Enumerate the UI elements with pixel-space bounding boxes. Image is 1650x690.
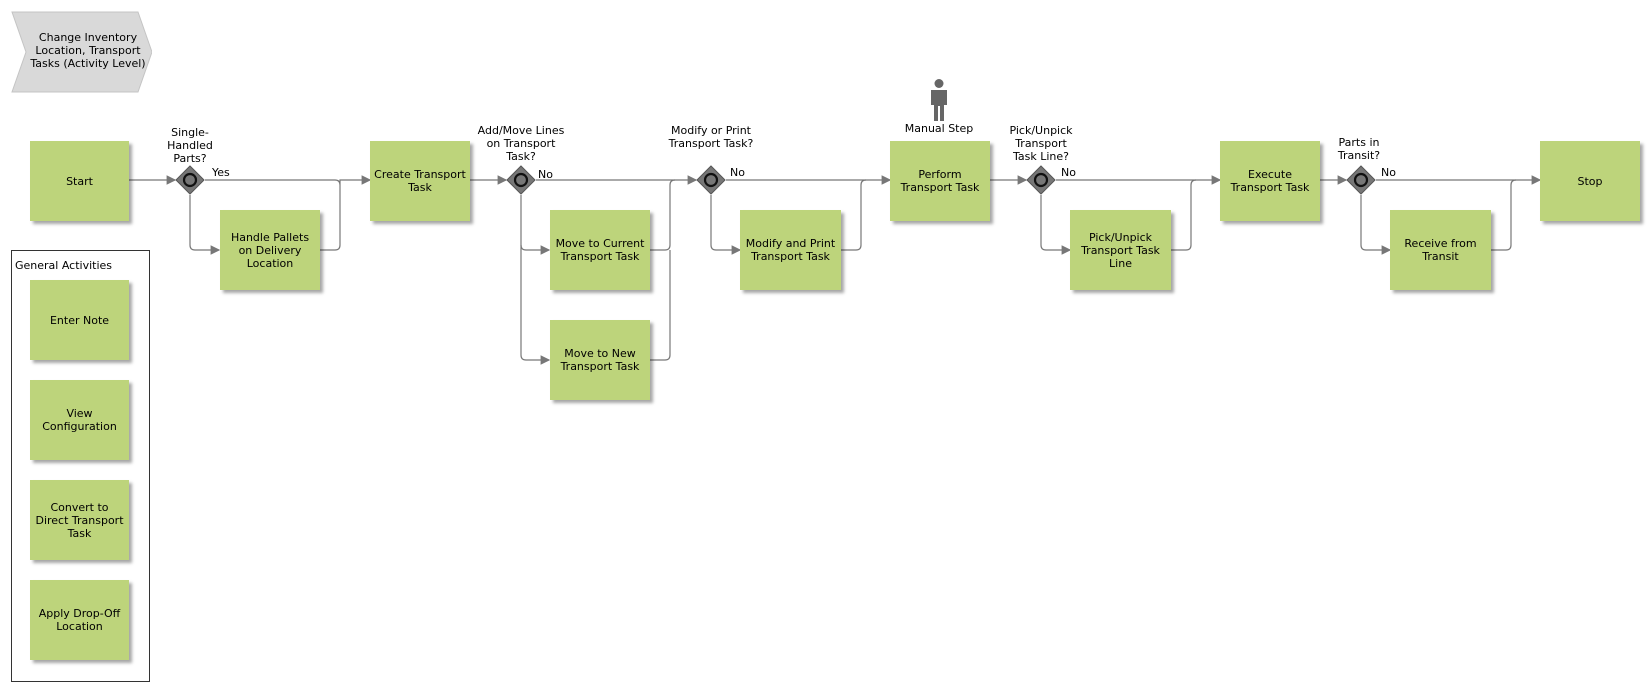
connector: [205, 175, 372, 186]
start-event[interactable]: Start: [30, 141, 129, 221]
branch-label: No: [1381, 166, 1396, 179]
task-move-new[interactable]: Move to New Transport Task: [550, 320, 650, 400]
general-item-enter-note[interactable]: Enter Note: [30, 280, 129, 360]
task-handle-pallets[interactable]: Handle Pallets on Delivery Location: [220, 210, 320, 290]
process-title: Change Inventory Location, Transport Tas…: [30, 31, 146, 70]
gateway-icon[interactable]: [1346, 165, 1376, 195]
task-create-transport[interactable]: Create Transport Task: [370, 141, 470, 221]
panel-title: General Activities: [15, 259, 113, 272]
task-move-current[interactable]: Move to Current Transport Task: [550, 210, 650, 290]
process-title-shape: [11, 11, 152, 93]
gateway-question: Modify or Print Transport Task?: [668, 124, 754, 150]
branch-label: Yes: [212, 166, 230, 179]
manual-step-label: Manual Step: [904, 122, 974, 135]
task-modify-print[interactable]: Modify and Print Transport Task: [740, 210, 841, 290]
connector: [1491, 179, 1517, 251]
task-perform-transport[interactable]: Perform Transport Task: [890, 141, 990, 221]
connector: [1360, 195, 1392, 255]
connector: [710, 195, 742, 255]
connector: [1040, 195, 1072, 255]
gateway-icon[interactable]: [175, 165, 205, 195]
connector: [841, 179, 867, 251]
task-receive-transit[interactable]: Receive from Transit: [1390, 210, 1491, 290]
branch-label: No: [730, 166, 745, 179]
branch-label: No: [1061, 166, 1076, 179]
general-item-apply-dropoff[interactable]: Apply Drop-Off Location: [30, 580, 129, 660]
connector: [189, 195, 221, 255]
connector: [520, 195, 551, 255]
connector: [1171, 179, 1197, 251]
connector: [650, 250, 671, 361]
gateway-question: Pick/Unpick Transport Task Line?: [1009, 124, 1073, 163]
gateway-question: Single-Handled Parts?: [167, 126, 213, 165]
connector: [650, 179, 676, 251]
task-execute-transport[interactable]: Execute Transport Task: [1220, 141, 1320, 221]
person-icon: [931, 79, 947, 121]
branch-label: No: [538, 168, 553, 181]
gateway-icon[interactable]: [506, 165, 536, 195]
gateway-question: Parts in Transit?: [1337, 136, 1381, 162]
stop-event[interactable]: Stop: [1540, 141, 1640, 221]
gateway-icon[interactable]: [1026, 165, 1056, 195]
gateway-question: Add/Move Lines on Transport Task?: [477, 124, 565, 163]
connector: [520, 245, 551, 365]
general-item-convert-direct[interactable]: Convert to Direct Transport Task: [30, 480, 129, 560]
gateway-icon[interactable]: [696, 165, 726, 195]
task-pick-unpick[interactable]: Pick/Unpick Transport Task Line: [1070, 210, 1171, 290]
general-item-view-configuration[interactable]: View Configuration: [30, 380, 129, 460]
connector: [320, 185, 341, 251]
